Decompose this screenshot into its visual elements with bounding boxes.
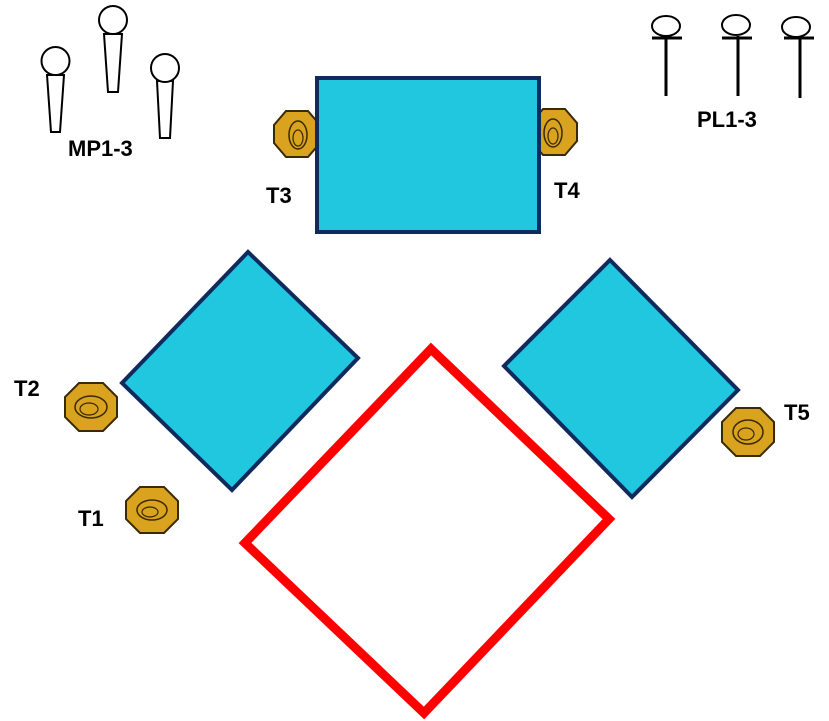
table-right [501,257,741,500]
stool-t2-label: T2 [14,376,40,401]
table-top [315,76,541,234]
microphone-group [40,5,180,139]
poles-label: PL1-3 [697,107,757,132]
mics-label: MP1-3 [68,136,133,161]
stool-t5-label: T5 [784,400,810,425]
stool-t3-label: T3 [266,183,292,208]
stool-t4-label: T4 [554,178,580,203]
microphone-icon [150,53,180,139]
stool-icon [721,407,775,457]
stool-t1-label: T1 [78,506,104,531]
pole-group [651,14,814,98]
light-pole-icon [781,16,814,98]
stool-icon [125,486,179,534]
stool-icon [273,110,321,158]
microphone-icon [40,46,71,133]
light-pole-icon [651,15,682,96]
stage-area-outline [238,342,616,720]
microphone-icon [98,5,128,93]
table-left [119,249,361,493]
light-pole-icon [721,14,752,96]
stool-icon [64,382,118,432]
